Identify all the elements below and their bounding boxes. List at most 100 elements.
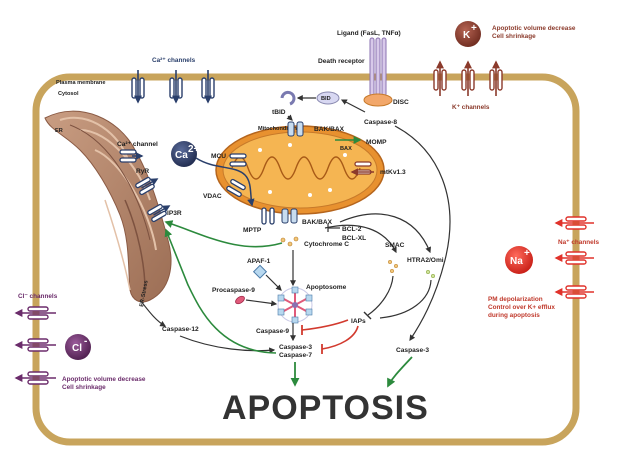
cl-channels-label: Cl⁻ channels bbox=[18, 293, 58, 300]
iaps-inhibit-casp3 bbox=[321, 325, 359, 350]
caspase8-label: Caspase-8 bbox=[364, 119, 397, 126]
cytosol-label: Cytosol bbox=[58, 91, 79, 97]
apoptosome-wheel bbox=[277, 286, 313, 324]
mitochondrion bbox=[215, 125, 385, 215]
iaps-inhibit-casp9 bbox=[301, 319, 349, 331]
ryr-label: RyR bbox=[136, 168, 149, 175]
cl-channel-3 bbox=[14, 371, 56, 385]
k-ion bbox=[455, 21, 481, 47]
apaf1-shape bbox=[252, 264, 268, 279]
bax-label: BAX bbox=[340, 146, 352, 152]
cl-ion-charge: - bbox=[84, 336, 87, 347]
na-channel-2 bbox=[554, 251, 594, 265]
apoptosis-title: APOPTOSIS bbox=[222, 389, 429, 427]
death-receptor-label: Death receptor bbox=[318, 58, 365, 65]
k-channel-3 bbox=[489, 60, 503, 96]
ca-channels-label: Ca²⁺ channels bbox=[152, 57, 196, 64]
bclxl-label: BCL-XL bbox=[342, 235, 366, 242]
tbid-label: tBID bbox=[272, 109, 286, 116]
bid-shape bbox=[316, 91, 340, 105]
cl-note-line2: Cell shrinkage bbox=[62, 384, 106, 391]
k-ion-charge: + bbox=[471, 23, 477, 34]
k-channel-1 bbox=[433, 60, 447, 96]
er-stress-label: ER-Stress bbox=[139, 280, 150, 307]
na-channel-1 bbox=[554, 216, 594, 230]
ca-ion bbox=[171, 141, 197, 167]
death-receptor bbox=[363, 37, 393, 107]
bak-bax-bottom-label: BAK/BAX bbox=[302, 219, 333, 226]
htra2-label: HTRA2/Omi bbox=[407, 257, 444, 264]
cl-ion-symbol: Cl bbox=[72, 343, 82, 354]
k-ion-symbol: K bbox=[463, 30, 471, 41]
cl-channel-2 bbox=[14, 338, 56, 352]
cytochrome-c-label: Cytochrome C bbox=[304, 241, 349, 248]
ca-ion-charge: 2+ bbox=[188, 144, 200, 155]
k-channel-2 bbox=[461, 60, 475, 96]
mitochondrion-label: Mitochondrion bbox=[258, 126, 297, 132]
mtkv-label: mtKv1.3 bbox=[380, 169, 406, 176]
ca-channel-top-2 bbox=[169, 70, 183, 104]
bcl2-label: BCL-2 bbox=[342, 226, 362, 233]
caspase3-right-label: Caspase-3 bbox=[396, 347, 429, 354]
na-channels-label: Na⁺ channels bbox=[558, 239, 599, 246]
caspase12-label: Caspase-12 bbox=[162, 326, 199, 333]
casp3-to-ip3r-arrow bbox=[164, 228, 277, 354]
cytc-to-ip3r-arrow bbox=[164, 220, 283, 248]
cl-channel-1 bbox=[14, 306, 56, 320]
casp3-right-to-apoptosis-arrow bbox=[387, 356, 413, 388]
ca-ion-symbol: Ca bbox=[175, 150, 188, 161]
na-ion-symbol: Na bbox=[510, 256, 523, 267]
bak-bax-top bbox=[287, 121, 304, 137]
bak-bax-bottom bbox=[281, 208, 298, 224]
ca-channel-top-3 bbox=[201, 70, 215, 104]
smac-label: SMAC bbox=[385, 242, 405, 249]
ca-channel-er bbox=[119, 149, 144, 163]
tbid-shape bbox=[280, 90, 296, 106]
vdac-channel bbox=[226, 178, 246, 198]
htra2-inhibit-iaps bbox=[379, 279, 432, 319]
casp8-to-casp3-arrow bbox=[394, 125, 451, 341]
procaspase9-shape bbox=[235, 295, 245, 305]
apaf1-label: APAF-1 bbox=[247, 258, 271, 265]
mcu-channel bbox=[229, 153, 247, 167]
apoptosome-label: Apoptosome bbox=[306, 284, 347, 291]
plasma-membrane-label: Plasma membrane bbox=[56, 80, 105, 86]
iaps-label: IAPs bbox=[351, 318, 366, 325]
ryr-channel bbox=[135, 176, 159, 196]
bid-label: BID bbox=[321, 96, 331, 102]
ca-channel-top-1 bbox=[131, 70, 145, 104]
caspase9-label: Caspase-9 bbox=[256, 328, 289, 335]
cytochrome-c-dots bbox=[280, 236, 299, 247]
mptp-channel bbox=[261, 207, 275, 225]
ip3r-channel bbox=[147, 203, 171, 223]
cl-ion bbox=[65, 334, 91, 360]
caspase7-label: Caspase-7 bbox=[279, 352, 312, 359]
ligand-label: Ligand (FasL, TNFα) bbox=[337, 30, 401, 37]
cl-note-line1: Apoptotic volume decrease bbox=[62, 376, 146, 383]
na-ion bbox=[505, 246, 533, 274]
k-note-line1: Apoptotic volume decrease bbox=[492, 25, 576, 32]
na-note-line1: PM depolarization bbox=[488, 296, 543, 303]
na-channel-3 bbox=[554, 285, 594, 299]
ca-channel-er-label: Ca²⁺ channel bbox=[117, 141, 158, 148]
mtkv-channel bbox=[354, 161, 372, 175]
mcu-label: MCU bbox=[211, 153, 226, 160]
na-note-line3: during apoptosis bbox=[488, 312, 540, 319]
disc-label: DISC bbox=[393, 99, 409, 106]
smac-inhibit-iaps bbox=[367, 275, 394, 316]
k-note-line2: Cell shrinkage bbox=[492, 33, 536, 40]
na-ion-charge: + bbox=[524, 248, 530, 259]
er-label: ER bbox=[55, 128, 63, 134]
procaspase9-label: Procaspase-9 bbox=[212, 287, 255, 294]
caspase3-label: Caspase-3 bbox=[279, 344, 312, 351]
k-channels-label: K⁺ channels bbox=[452, 104, 490, 111]
ip3r-label: IP3R bbox=[167, 210, 182, 217]
momp-label: MOMP bbox=[366, 139, 387, 146]
bak-bax-top-label: BAK/BAX bbox=[314, 126, 345, 133]
htra2-dots bbox=[425, 269, 436, 279]
na-note-line2: Control over K+ efflux bbox=[488, 304, 555, 311]
smac-dots bbox=[387, 259, 399, 274]
ca-uptake-arrow bbox=[195, 157, 255, 207]
vdac-label: VDAC bbox=[203, 193, 222, 200]
